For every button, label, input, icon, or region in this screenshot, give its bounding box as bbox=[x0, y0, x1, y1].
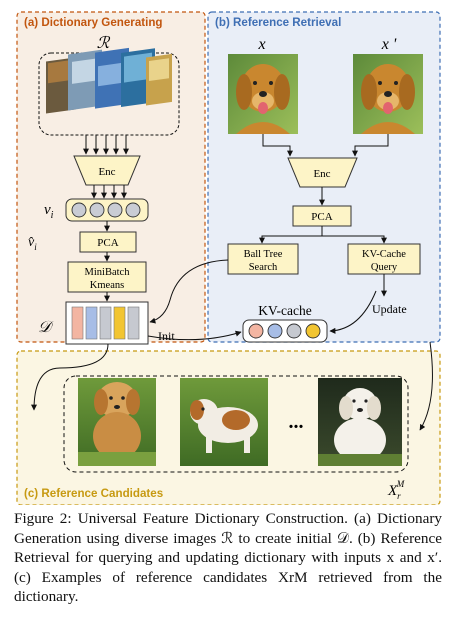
vector-element bbox=[107, 202, 123, 218]
dictionary-symbol: 𝒟 bbox=[38, 319, 54, 336]
figure-diagram: (a) Dictionary Generating (b) Reference … bbox=[16, 11, 441, 505]
kv-cache-entry bbox=[248, 323, 264, 339]
vector-element bbox=[125, 202, 141, 218]
candidates-ellipsis: ... bbox=[289, 411, 304, 433]
kmeans-label: Kmeans bbox=[90, 280, 124, 291]
input-x-symbol: x bbox=[257, 36, 265, 53]
candidate-image-3 bbox=[318, 378, 402, 466]
figure-caption: Figure 2: Universal Feature Dictionary C… bbox=[14, 510, 442, 606]
dictionary-entry bbox=[113, 306, 126, 340]
dictionary-entry bbox=[71, 306, 84, 340]
candidate-image-2 bbox=[180, 378, 268, 466]
vector-symbol: vi bbox=[44, 202, 54, 221]
pca-b-label: PCA bbox=[311, 211, 332, 223]
kv-cache-entry bbox=[305, 323, 321, 339]
panel-c-title: (c) Reference Candidates bbox=[24, 487, 163, 500]
panel-a-title: (a) Dictionary Generating bbox=[24, 16, 163, 29]
image-set-symbol: ℛ bbox=[97, 35, 111, 52]
candidates-symbol: XrM bbox=[387, 479, 405, 501]
dog-image-x bbox=[228, 54, 298, 134]
vector-element bbox=[71, 202, 87, 218]
kv-cache-title: KV-cache bbox=[258, 303, 311, 318]
kv-cache-entry bbox=[267, 323, 283, 339]
vector-hat-symbol: v̂i bbox=[28, 235, 37, 252]
candidate-image-1 bbox=[78, 378, 156, 466]
image-stack-icon bbox=[46, 47, 172, 114]
search-label: Search bbox=[249, 262, 278, 273]
encoder-b bbox=[287, 157, 358, 188]
encoder-a-label: Enc bbox=[98, 166, 115, 178]
kv-cache-block bbox=[242, 319, 328, 343]
init-label: Init bbox=[158, 329, 175, 343]
encoder-a bbox=[73, 155, 141, 186]
dictionary-entry bbox=[99, 306, 112, 340]
input-x-prime-symbol: x ' bbox=[381, 36, 397, 53]
vector-element bbox=[89, 202, 105, 218]
kv-cache-entry bbox=[286, 323, 302, 339]
candidates-frame bbox=[63, 375, 409, 473]
dictionary-entry bbox=[85, 306, 98, 340]
dog-image-x-prime bbox=[353, 54, 423, 134]
kv-cache-query-label: KV-Cache bbox=[362, 249, 406, 260]
ball-tree-label: Ball Tree bbox=[244, 249, 283, 260]
minibatch-kmeans-block bbox=[67, 261, 147, 293]
ball-tree-search-block bbox=[227, 243, 299, 275]
query-label: Query bbox=[371, 262, 398, 273]
dictionary-entry bbox=[127, 306, 140, 340]
panel-b-title: (b) Reference Retrieval bbox=[215, 16, 341, 29]
pca-a-label: PCA bbox=[97, 237, 118, 249]
pca-block-a bbox=[79, 231, 137, 253]
minibatch-label: MiniBatch bbox=[85, 267, 131, 278]
encoder-b-label: Enc bbox=[313, 168, 330, 180]
update-label: Update bbox=[372, 302, 407, 316]
kv-cache-query-block bbox=[347, 243, 421, 275]
